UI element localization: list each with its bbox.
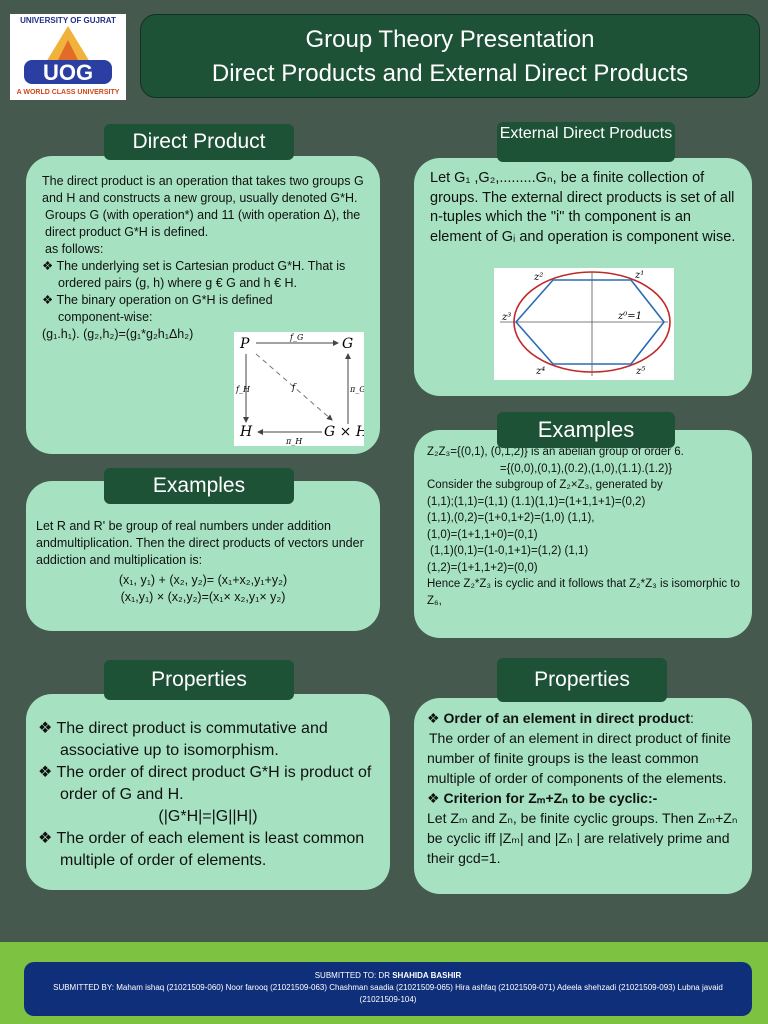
properties-left-bullet-2: ❖ The order of direct product G*H is pro… [38,764,372,803]
examples-right-line: ={(0,0),(0,1),(0.2),(1,0),(1.1).(1.2)} [499,462,673,475]
properties-left-formula: (|G*H|=|G||H|) [158,808,258,825]
hexagon-label-z0: z⁰=1 [617,311,642,322]
poster-title: Group Theory Presentation Direct Product… [140,14,760,98]
properties-left-bullet-3: ❖ The order of each element is least com… [38,830,365,869]
examples-right-line: (1,1)(0,1)=(1-0,1+1)=(1,2) (1,1) [430,545,589,557]
diagram-node-gxh: G × H [324,424,364,440]
diagram-node-g: G [342,336,353,352]
diagram-node-h: H [239,424,253,440]
external-direct-panel: Let G₁ ,G₂,.........Gₙ, be a finite coll… [414,158,752,396]
examples-right-line: (1,1);(1,1)=(1,1) (1.1)(1,1)=(1+1,1+1)=(… [427,495,646,508]
properties-right-heading-1: ❖ Order of an element in direct product: [427,710,694,726]
properties-left-panel: ❖ The direct product is commutative and … [26,694,390,890]
title-line-1: Group Theory Presentation [305,26,595,53]
hexagon-label-z1: z¹ [634,270,644,281]
examples-right-line: (1,0)=(1+1,1+0)=(0,1) [427,528,538,541]
examples-right-text: Z₂Z₃={(0,1), (0,1,2)} is an abelian grou… [427,444,745,609]
footer-credits: SUBMITTED TO: DR SHAHIDA BASHIR SUBMITTE… [24,962,752,1016]
diagram-node-p: P [239,336,250,352]
hexagon-label-z4: z⁴ [535,366,545,377]
footer-submitted-to: SUBMITTED TO: DR SHAHIDA BASHIR [314,971,462,980]
title-line-2: Direct Products and External Direct Prod… [211,60,689,87]
properties-right-text-2: Let Zₘ and Zₙ, be finite cyclic groups. … [427,810,738,866]
footer-stripe [0,942,768,956]
logo-university-name: UNIVERSITY OF GUJRAT [20,16,116,25]
properties-right-text-1: The order of an element in direct produc… [427,730,731,786]
examples-left-formula-sum: (x₁, y₁) + (x₂, y₂)= (x₁+x₂,y₁+y₂) [118,573,288,587]
logo-mark-text: UOG [43,60,93,85]
direct-product-definition: The direct product is an operation that … [42,174,364,205]
hexagon-label-z2: z² [533,272,543,283]
examples-left-formula-product: (x₁,y₁) × (x₂,y₂)=(x₁× x₂,y₁× y₂) [120,590,286,604]
direct-product-as-follows: as follows: [45,242,104,256]
examples-right-line: Consider the subgroup of Z₂×Z₃, generate… [427,479,663,491]
properties-left-header: Properties [104,660,294,700]
diagram-arrow-fh: f_H [235,385,251,394]
external-direct-header: External Direct Products [497,122,675,162]
logo-mark-icon: UOG [24,26,112,85]
examples-right-header: Examples [497,412,675,448]
hexagon-label-z3: z³ [501,312,511,323]
external-direct-definition: Let G₁ ,G₂,.........Gₙ, be a finite coll… [430,170,736,245]
footer-submitted-by: SUBMITTED BY: Maham ishaq (21021509-060)… [53,983,723,1004]
direct-product-bullet-2: ❖ The binary operation on G*H is defined… [42,293,273,324]
direct-product-groups: Groups G (with operation*) and 11 (with … [45,208,361,239]
examples-right-panel: Z₂Z₃={(0,1), (0,1,2)} is an abelian grou… [414,430,752,638]
examples-right-line: Z₂Z₃={(0,1), (0,1,2)} is an abelian grou… [427,446,684,458]
examples-right-line: (1,1),(0,2)=(1+0,1+2)=(1,0) (1,1), [427,512,595,524]
commutative-diagram: P G H G × H f_G f f_H π_G π_H [234,332,364,446]
examples-left-header: Examples [104,468,294,504]
diagram-arrow-pig: π_G [349,385,364,394]
direct-product-formula: (g₁.h₁). (g₂,h₂)=(g₁*g₂h₁Δh₂) [42,327,194,341]
logo-tagline: A WORLD CLASS UNIVERSITY [16,89,120,96]
properties-right-panel: ❖ Order of an element in direct product:… [414,698,752,894]
diagram-arrow-pih: π_H [285,437,303,446]
direct-product-header: Direct Product [104,124,294,160]
university-logo: UNIVERSITY OF GUJRAT UOG A WORLD CLASS U… [10,14,126,100]
examples-right-line: Hence Z₂*Z₃ is cyclic and it follows tha… [427,578,740,607]
properties-right-heading-2: ❖ Criterion for Zₘ+Zₙ to be cyclic:- [427,790,658,806]
examples-right-line: (1,2)=(1+1,1+2)=(0,0) [427,561,538,574]
properties-right-header: Properties [497,658,667,702]
hexagon-circle-figure: z⁰=1 z¹ z² z³ z⁴ z⁵ [494,268,674,380]
hexagon-label-z5: z⁵ [635,366,645,377]
properties-left-bullet-1: ❖ The direct product is commutative and … [38,720,328,759]
diagram-arrow-f: f [291,383,297,393]
direct-product-bullet-1: ❖ The underlying set is Cartesian produc… [42,259,346,290]
diagram-arrow-fg: f_G [289,333,304,342]
examples-left-panel: Let R and R' be group of real numbers un… [26,481,380,631]
direct-product-panel: The direct product is an operation that … [26,156,380,454]
examples-left-text: Let R and R' be group of real numbers un… [36,519,364,567]
